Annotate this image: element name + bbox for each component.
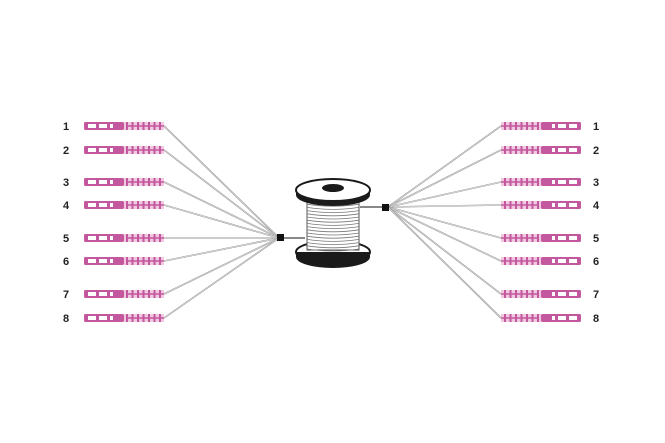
- spool-bottom-flange-edge: [296, 252, 370, 268]
- right-connector-7: [501, 290, 581, 298]
- left-breakout-boot: [277, 234, 284, 241]
- right-connector-4: [501, 201, 581, 209]
- left-connector-7: [84, 290, 164, 298]
- right-label-7: 7: [593, 289, 599, 301]
- left-fanout: 1 2 3 4 5 6 7 8: [63, 121, 280, 325]
- left-connector-8: [84, 314, 164, 322]
- spool-hub-hole: [322, 184, 344, 192]
- right-connector-3: [501, 178, 581, 186]
- right-connector-8: [501, 314, 581, 322]
- left-connector-6: [84, 257, 164, 265]
- right-label-8: 8: [593, 313, 599, 325]
- left-label-1: 1: [63, 121, 69, 133]
- left-label-6: 6: [63, 256, 69, 268]
- left-connector-1: [84, 122, 164, 130]
- right-connector-5: [501, 234, 581, 242]
- right-label-6: 6: [593, 256, 599, 268]
- right-connector-6: [501, 257, 581, 265]
- right-connector-1: [501, 122, 581, 130]
- left-label-4: 4: [63, 200, 70, 212]
- left-label-2: 2: [63, 145, 69, 157]
- left-label-7: 7: [63, 289, 69, 301]
- right-connector-2: [501, 146, 581, 154]
- right-label-3: 3: [593, 177, 599, 189]
- left-connector-5: [84, 234, 164, 242]
- cable-spool: [281, 178, 386, 268]
- left-label-3: 3: [63, 177, 69, 189]
- left-label-8: 8: [63, 313, 69, 325]
- right-fanout: 1 2 3 4 5 6 7 8: [387, 121, 600, 325]
- left-connector-3: [84, 178, 164, 186]
- right-label-5: 5: [593, 233, 599, 245]
- right-label-1: 1: [593, 121, 599, 133]
- right-label-2: 2: [593, 145, 599, 157]
- right-breakout-boot: [382, 204, 389, 211]
- right-label-4: 4: [593, 200, 600, 212]
- left-connector-2: [84, 146, 164, 154]
- left-connector-4: [84, 201, 164, 209]
- left-label-5: 5: [63, 233, 69, 245]
